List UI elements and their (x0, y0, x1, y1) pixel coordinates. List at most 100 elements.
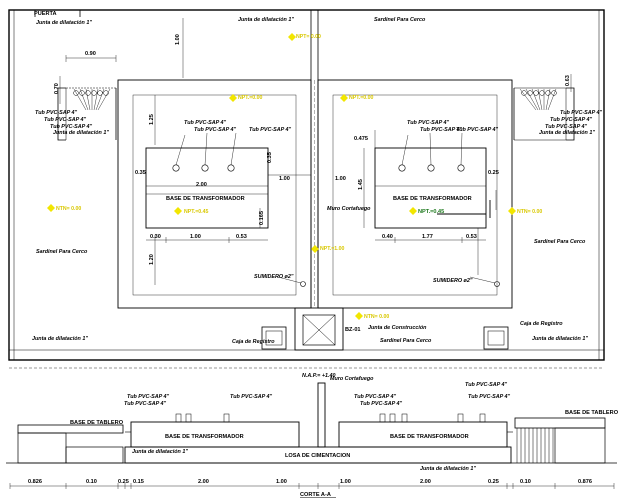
tub-room-l2: Tub PVC-SAP 4" (194, 127, 237, 133)
muro-label: Muro Cortafuego (327, 206, 371, 212)
dim-025: 0.25 (488, 170, 499, 176)
npt-left-room: NPT.=0.00 (238, 95, 262, 101)
section-tub-r1: Tub PVC-SAP 4" (354, 394, 397, 400)
section-tablero-left (17, 424, 124, 434)
dim-200: 2.00 (196, 182, 207, 188)
firewall-box-inner (302, 314, 336, 346)
bz-label: BZ-01 (345, 327, 361, 333)
slab-left (132, 94, 297, 296)
base-left-label: BASE DE TRANSFORMADOR (166, 196, 245, 202)
plan-dimension-lines (59, 18, 572, 285)
section-tub-far2: Tub PVC-SAP 4" (468, 394, 511, 400)
junta-top-center: Junta de dilatación 1" (238, 17, 294, 23)
section-junta-right: Junta de dilatación 1" (420, 466, 476, 472)
dim-0165: 0.165 (259, 211, 265, 225)
caja-right: Caja de Registro (520, 321, 563, 327)
dim-063: 0.63 (565, 75, 571, 86)
tub-right-a: Tub PVC-SAP 4" (560, 110, 603, 116)
sardinel-top: Sardinel Para Cerco (374, 17, 426, 23)
junta-top-left: Junta de dilatación 1" (36, 20, 92, 26)
npt-top: NPT= 0.00 (296, 34, 321, 40)
section-tablero-right (514, 417, 606, 429)
dim-090: 0.90 (85, 51, 96, 57)
tub-room-r1: Tub PVC-SAP 4" (407, 120, 450, 126)
level-markers (47, 33, 516, 320)
section-base-trafo-left: BASE DE TRANSFORMADOR (165, 434, 244, 440)
section-dim-10: 0.876 (578, 479, 592, 485)
dim-177: 1.77 (422, 234, 433, 240)
room-right (317, 79, 513, 309)
section-dim-6: 1.00 (340, 479, 351, 485)
sardinel-right: Sardinel Para Cerco (534, 239, 586, 245)
dim-0475: 0.475 (354, 136, 368, 142)
dim-100a: 1.00 (279, 176, 290, 182)
section-view: N.A.P.= +1.40 Muro Cortafuego Tub PVC-SA… (6, 373, 619, 498)
dim-100-vertical: 1.00 (175, 34, 181, 45)
section-dim-9: 0.10 (520, 479, 531, 485)
base-right-label: BASE DE TRANSFORMADOR (393, 196, 472, 202)
dim-030: 0.30 (150, 234, 161, 240)
dim-035-right: 0.35 (267, 152, 273, 163)
conduit-circles-left (172, 132, 237, 172)
section-trafo-base-right (338, 421, 508, 448)
section-dim-1: 0.10 (86, 479, 97, 485)
sardinel-bottom: Sardinel Para Cerco (380, 338, 432, 344)
dim-120: 1.20 (149, 254, 155, 265)
dim-070: 0.70 (54, 83, 60, 94)
dim-053b: 0.53 (466, 234, 477, 240)
npt-base-right: NPT.=0.45 (418, 209, 444, 215)
dim-035: 0.35 (135, 170, 146, 176)
section-tub-c1: Tub PVC-SAP 4" (230, 394, 273, 400)
section-tub-l1: Tub PVC-SAP 4" (127, 394, 170, 400)
hatch-conduits (516, 428, 554, 463)
tub-right-c: Tub PVC-SAP 4" (545, 124, 588, 130)
caja-left: Caja de Registro (232, 339, 275, 345)
door-label: PUERTA (34, 11, 57, 17)
plan-view: PUERTA Junta de dilatación 1" Junta de d… (8, 9, 605, 369)
dim-040: 0.40 (382, 234, 393, 240)
dim-100b: 1.00 (335, 176, 346, 182)
dim-145: 1.45 (358, 179, 364, 190)
npt-left-side: NTN= 0.00 (56, 206, 81, 212)
drain-left (300, 281, 306, 287)
section-dim-2: 0.25 (118, 479, 129, 485)
section-dim-4: 2.00 (198, 479, 209, 485)
registry-box-left (261, 326, 287, 350)
section-dim-5: 1.00 (276, 479, 287, 485)
slab-right (332, 94, 498, 296)
pit-left (57, 87, 117, 141)
sumidero-left: SUMIDERO ø2" (254, 274, 294, 280)
section-tub-r2: Tub PVC-SAP 4" (360, 401, 403, 407)
sardinel-left: Sardinel Para Cerco (36, 249, 88, 255)
section-base-tablero-left: BASE DE TABLERO (70, 420, 124, 426)
section-tub-far1: Tub PVC-SAP 4" (465, 382, 508, 388)
npt-right-side: NTN= 0.00 (517, 209, 542, 215)
section-firewall (317, 382, 326, 448)
transformer-base-right (374, 147, 487, 229)
dim-053: 0.53 (236, 234, 247, 240)
section-muro: Muro Cortafuego (330, 376, 374, 382)
junta-bottom-right: Junta de dilatación 1" (532, 336, 588, 342)
conduit-circles-right (398, 132, 465, 172)
npt-bottom: NTN= 0.00 (364, 314, 389, 320)
transformer-base-left (145, 147, 269, 229)
dim-125: 1.25 (149, 114, 155, 125)
pit-right (513, 87, 575, 141)
drain-right (494, 281, 500, 287)
section-base-trafo-right: BASE DE TRANSFORMADOR (390, 434, 469, 440)
registry-box-right (483, 326, 509, 350)
section-base-tablero-right: BASE DE TABLERO (565, 410, 619, 416)
outer-fence (8, 9, 605, 361)
junta-left-small: Junta de dilatación 1" (53, 130, 109, 136)
section-conduit-stubs (175, 413, 486, 423)
npt-base-left: NPT.=0.45 (184, 209, 208, 215)
section-dim-8: 0.25 (488, 479, 499, 485)
dim-100c: 1.00 (190, 234, 201, 240)
section-junta-left: Junta de dilatación 1" (132, 449, 188, 455)
junta-construccion: Junta de Construcción (368, 325, 427, 331)
nap-top: N.A.P.= +1.40 (302, 373, 335, 379)
tub-room-r2: Tub PVC-SAP 4" (420, 127, 463, 133)
firewall-box (294, 307, 344, 351)
tub-left-c: Tub PVC-SAP 4" (50, 124, 93, 130)
npt-right-room: NPT.=0.00 (349, 95, 373, 101)
